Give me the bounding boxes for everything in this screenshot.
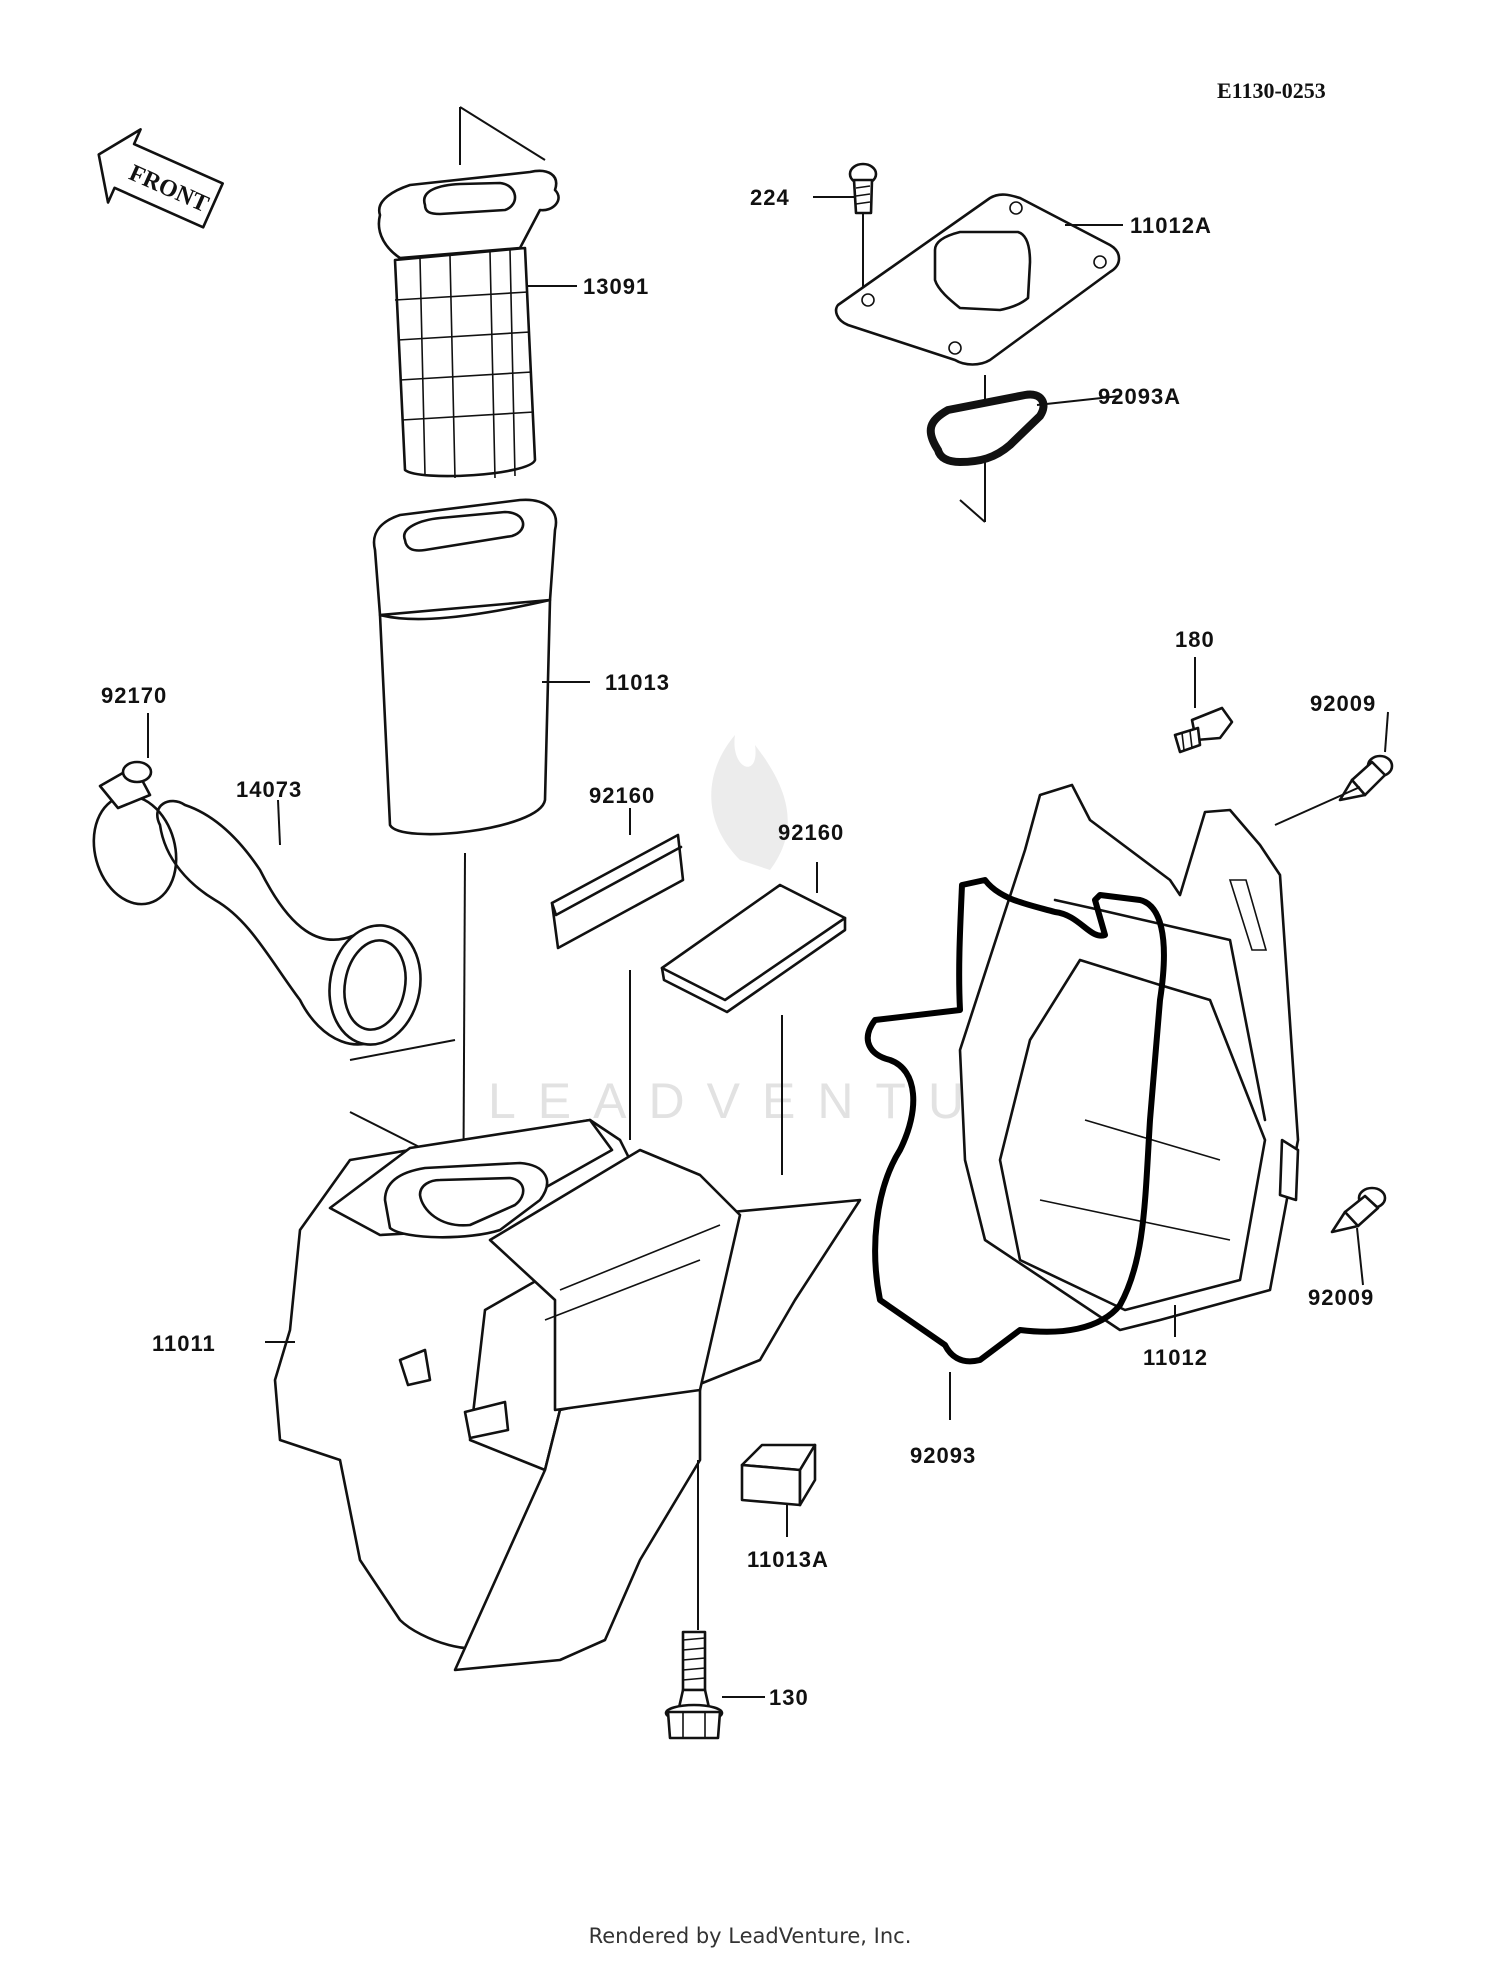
- watermark-flame-icon: [711, 735, 788, 870]
- callout-11013: 11013: [605, 670, 670, 695]
- part-92160-pad-right: [660, 883, 847, 1175]
- part-92160-pad-left: [550, 833, 685, 1140]
- part-14073-intake-duct: [156, 799, 456, 1166]
- callout-11013A: 11013A: [747, 1547, 829, 1572]
- part-92093-gasket: [864, 877, 1167, 1365]
- part-224-screw: [848, 162, 878, 287]
- callout-92009-upper: 92009: [1310, 691, 1376, 716]
- part-92093A-oring: [926, 375, 1048, 523]
- part-92009-screw-upper: [1338, 754, 1394, 802]
- callout-92170: 92170: [101, 683, 167, 708]
- callout-92093: 92093: [910, 1443, 976, 1468]
- part-11011-air-box: [273, 1118, 862, 1672]
- part-13091-filter-cage: [377, 106, 560, 479]
- part-92170-hose-clamp: [92, 760, 178, 906]
- callout-13091: 13091: [583, 274, 649, 299]
- part-11013-filter-element: [372, 498, 558, 1561]
- callouts: 224 11012A 13091 92093A 180 11013 92170 …: [101, 185, 1376, 1710]
- callout-11012A: 11012A: [1130, 213, 1212, 238]
- part-92009-screw-lower: [1330, 1186, 1387, 1234]
- part-11013A-foam-block: [740, 1443, 817, 1507]
- part-180-bolt: [1173, 706, 1234, 754]
- callout-92093A: 92093A: [1098, 384, 1181, 409]
- leader-lines: [147, 196, 1389, 1698]
- part-130-bolt: [664, 1460, 724, 1740]
- callout-224: 224: [750, 185, 790, 210]
- render-credit: Rendered by LeadVenture, Inc.: [588, 1924, 912, 1948]
- callout-180: 180: [1175, 627, 1215, 652]
- diagram-code: E1130-0253: [1217, 78, 1326, 103]
- part-11012-air-box-cover: [958, 783, 1300, 1332]
- front-arrow-icon: FRONT: [97, 128, 224, 229]
- callout-11011: 11011: [152, 1331, 216, 1356]
- callout-92160-right: 92160: [778, 820, 844, 845]
- callout-92160-left: 92160: [589, 783, 655, 808]
- callout-130: 130: [769, 1685, 809, 1710]
- callout-14073: 14073: [236, 777, 302, 802]
- part-11012A-cover-plate: [834, 193, 1121, 366]
- callout-11012: 11012: [1143, 1345, 1208, 1370]
- callout-92009-lower: 92009: [1308, 1285, 1374, 1310]
